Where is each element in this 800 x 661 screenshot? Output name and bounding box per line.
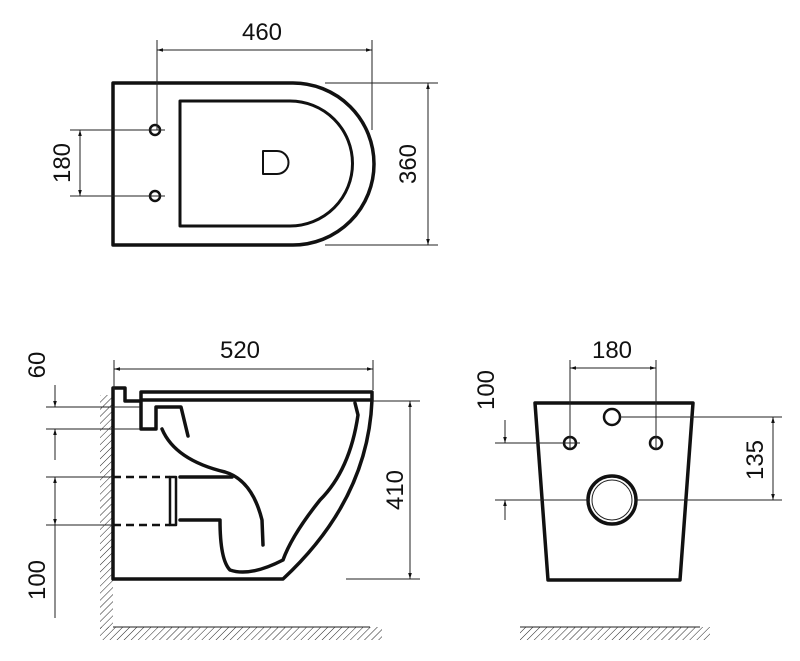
bowl-outline-top [111,81,376,247]
seat-opening [178,99,354,228]
dimension-100-side: 100 [24,560,51,600]
bowl-outline-side [111,386,374,581]
drain-d-shape [262,150,290,175]
bowl-outline-front [533,401,695,582]
dimension-460: 460 [242,19,282,46]
wall-hatch [100,395,113,630]
dimension-60: 60 [24,352,51,379]
outlet-circle [586,474,638,526]
front-view: 180 100 135 [473,337,782,640]
floor-hatch [100,627,382,640]
dimension-180-front: 180 [592,337,632,364]
floor-hatch-front [520,627,710,640]
dimension-100-front: 100 [473,370,500,410]
top-view: 460 180 360 [49,19,438,247]
dimension-410: 410 [382,470,409,510]
side-view: 60 100 520 410 [24,337,420,640]
dimension-135: 135 [742,440,769,480]
dimension-520: 520 [220,337,260,364]
dimension-360: 360 [395,144,422,184]
dimension-180-top: 180 [49,143,76,183]
